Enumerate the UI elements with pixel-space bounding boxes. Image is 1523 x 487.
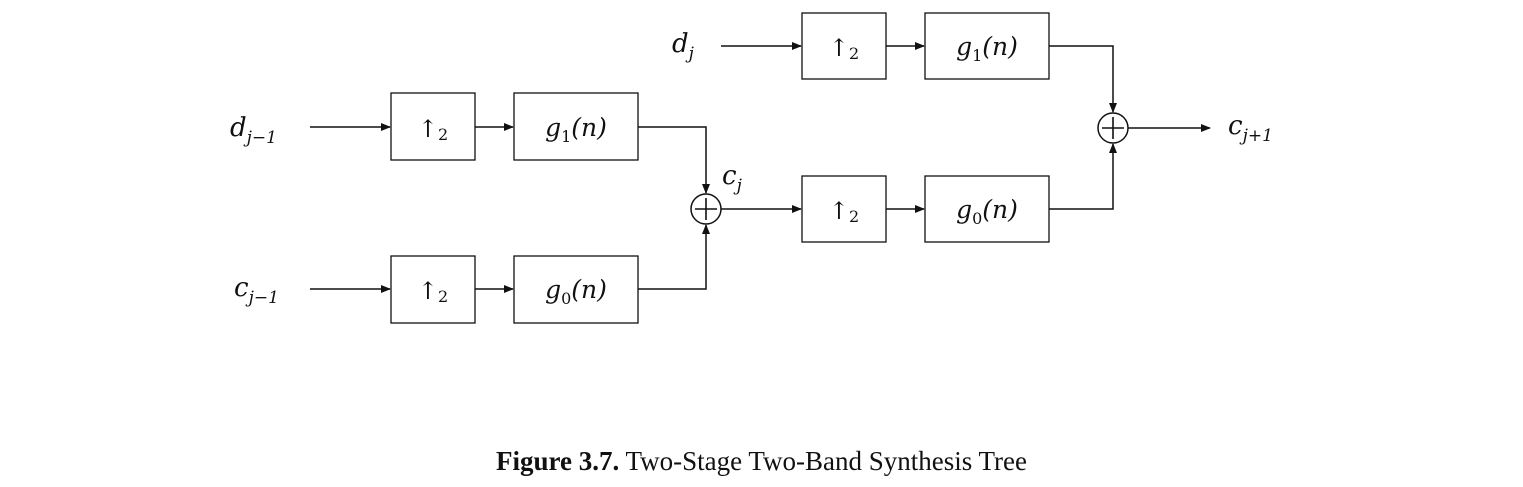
upsampler-label-stage2-bottom: ↑2 bbox=[829, 197, 859, 226]
wire-g0-stage1-to-sum bbox=[638, 224, 710, 290]
filter-box-g1-stage1 bbox=[513, 92, 639, 161]
filter-label-g0-stage1: g0(n) bbox=[545, 275, 607, 308]
summing-junction-stage2 bbox=[1097, 112, 1129, 144]
wire-g0-stage2-to-sum bbox=[1049, 143, 1117, 210]
intermediate-label-c-j: cj bbox=[722, 161, 743, 196]
filter-box-g0-stage2 bbox=[924, 175, 1050, 243]
wire-g1-stage2-to-sum bbox=[1049, 45, 1117, 113]
upsampler-label-stage2-top: ↑2 bbox=[829, 34, 859, 63]
input-label-d-cur: dj bbox=[672, 29, 695, 64]
input-label-c-prev: cj−1 bbox=[234, 273, 279, 308]
summing-junction-stage1 bbox=[690, 193, 722, 225]
upsampler-label-stage1-top: ↑2 bbox=[418, 115, 448, 144]
upsampler-label-stage1-bottom: ↑2 bbox=[418, 277, 448, 306]
filter-label-g1-stage1: g1(n) bbox=[545, 113, 607, 146]
figure-number: Figure 3.7. bbox=[496, 446, 620, 476]
figure-caption: Figure 3.7. Two-Stage Two-Band Synthesis… bbox=[0, 446, 1523, 477]
wire-g1-stage1-to-sum bbox=[638, 126, 710, 194]
filter-label-g1-stage2: g1(n) bbox=[956, 32, 1018, 65]
filter-label-g0-stage2: g0(n) bbox=[956, 195, 1018, 228]
input-label-d-prev: dj−1 bbox=[230, 113, 277, 148]
figure-title: Two-Stage Two-Band Synthesis Tree bbox=[625, 446, 1027, 476]
upsampler-box-stage1-bottom bbox=[390, 255, 476, 324]
output-label-c-j-plus-1: cj+1 bbox=[1228, 111, 1273, 146]
filter-box-g1-stage2 bbox=[924, 12, 1050, 80]
